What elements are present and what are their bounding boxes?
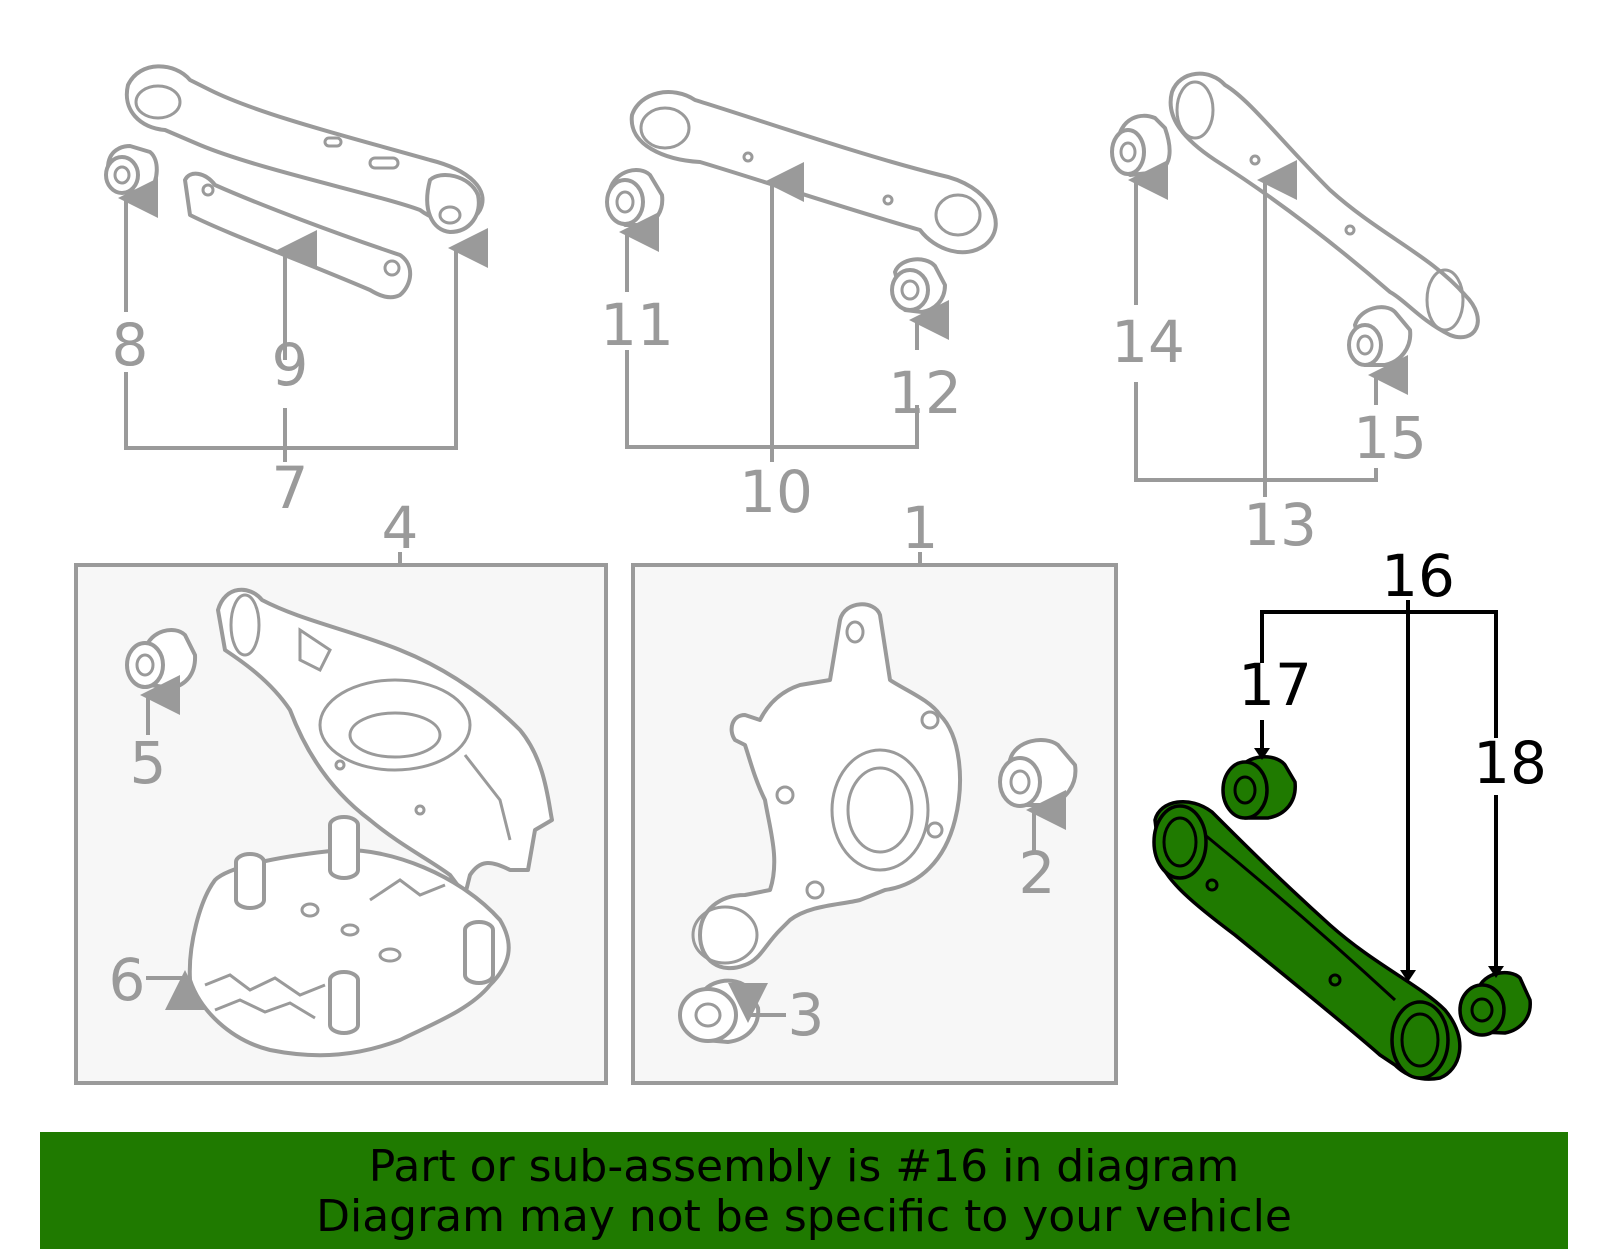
part-4-subframe-art [216,587,554,897]
callout-11: 11 [600,291,674,359]
info-banner: Part or sub-assembly is #16 in diagram D… [40,1132,1568,1249]
part-15-bushing-art [1347,305,1413,367]
callout-16: 16 [1381,542,1455,610]
part-18-bushing-highlighted [1458,970,1532,1037]
part-17-bushing-highlighted [1221,755,1297,820]
callout-12: 12 [888,359,962,427]
part-14-bushing-art [1110,113,1172,177]
group-16-leader-lines [1254,600,1504,982]
callout-14: 14 [1111,308,1185,376]
callout-10: 10 [739,458,813,526]
callout-7: 7 [272,454,309,522]
callout-6: 6 [109,946,146,1014]
callout-15: 15 [1353,404,1427,472]
callout-13: 13 [1243,491,1317,559]
callout-9: 9 [272,331,309,399]
group-10-leader-lines [619,162,949,462]
callout-3: 3 [788,981,825,1049]
part-8-bushing-art [104,144,159,195]
callout-1: 1 [902,494,939,562]
banner-line-2: Diagram may not be specific to your vehi… [316,1191,1292,1242]
part-11-bushing-art [605,168,665,227]
part-10-control-arm-art [629,90,998,255]
part-12-bushing-art [890,257,947,314]
banner-line-1: Part or sub-assembly is #16 in diagram [368,1141,1240,1192]
part-7-lower-control-arm-art [124,64,485,300]
callout-5: 5 [130,729,167,797]
group-13-leader-lines [1128,160,1408,497]
part-1-knuckle-art [691,602,962,971]
part-16-control-arm-highlighted [1152,800,1462,1081]
callout-2: 2 [1019,839,1056,907]
callout-4: 4 [382,494,419,562]
callout-18: 18 [1473,729,1547,797]
group-7-leader-lines [118,178,488,462]
callout-17: 17 [1238,651,1312,719]
callout-8: 8 [112,311,149,379]
part-13-upper-arm-art [1168,71,1480,340]
